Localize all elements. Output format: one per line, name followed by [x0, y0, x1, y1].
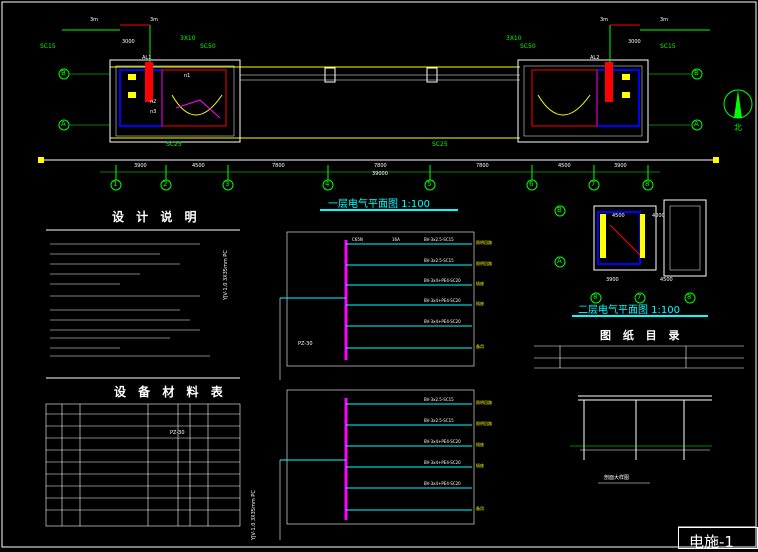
dimension: 7800	[272, 163, 285, 169]
axis-number: 8	[645, 180, 650, 188]
axis-letter: B	[557, 206, 562, 214]
distribution-diagram-2	[279, 389, 475, 540]
circuit-tail: 插座	[476, 463, 484, 468]
plan2-title: 二层电气平面图 1:100	[578, 305, 680, 316]
dimension-3m: 3m	[600, 17, 609, 23]
circuit-desc: BV-3x4+PE4-SC20	[424, 278, 461, 283]
riser-text: YJV-1.0 3X35mm PC	[223, 250, 229, 300]
note-right-cable: 3X10	[506, 35, 522, 42]
plan1-title: 一层电气平面图 1:100	[328, 199, 430, 210]
circuit-tag: n3	[150, 109, 157, 115]
plan2-axis: 8	[687, 293, 692, 301]
note-right-pipe: SC50	[520, 43, 536, 50]
circuit-tail: 备用	[476, 506, 484, 511]
circuit-tag: n2	[150, 99, 157, 105]
circuit-desc: BV-3x2.5-SC15	[424, 397, 454, 402]
dimension-3m: 3m	[150, 17, 159, 23]
axis-letter: B	[694, 69, 699, 77]
circuit-tail: 备用	[476, 344, 484, 349]
circuit-desc: BV-3x4+PE4-SC20	[424, 319, 461, 324]
plan2-dimension: 4500	[660, 277, 673, 283]
axis-letter: B	[61, 69, 66, 77]
plan2-dimension: 4000	[652, 213, 665, 219]
design-notes-title: 设 计 说 明	[112, 210, 201, 224]
circuit-desc: BV-3x4+PE4-SC20	[424, 439, 461, 444]
axis-number: 6	[529, 180, 534, 188]
riser-text: YJV-1.0 3X35mm PC	[251, 490, 257, 540]
note-sc25: SC25	[432, 141, 448, 148]
dimension-3000: 3000	[628, 39, 641, 45]
axis-number: 4	[325, 180, 330, 188]
dimension-total: 39000	[372, 171, 388, 177]
axis-letter: A	[61, 120, 66, 128]
dimension: 4500	[558, 163, 571, 169]
plan2-axis: 7	[637, 293, 642, 301]
section-label: 剖面大样图	[604, 475, 630, 481]
second-floor-plan	[554, 199, 708, 317]
equipment-table	[45, 403, 241, 527]
section-detail	[570, 395, 712, 484]
axis-letter: A	[694, 120, 699, 128]
dimension: 7800	[374, 163, 387, 169]
circuit-desc: BV-3x2.5-SC15	[424, 237, 454, 242]
panel-code: PZ-30	[170, 430, 185, 436]
note-left-sc15: SC15	[40, 43, 56, 50]
note-left-pipe: SC50	[200, 43, 216, 50]
circuit-desc: BV-3x4+PE4-SC20	[424, 460, 461, 465]
drawing-index-title: 图 纸 目 录	[600, 329, 684, 342]
circuit-tail: 照明回路	[476, 240, 492, 245]
first-floor-plan	[38, 24, 753, 211]
dimension: 4500	[192, 163, 205, 169]
axis-number: 5	[427, 180, 432, 188]
plan2-axis: 8	[593, 293, 598, 301]
equipment-table-title: 设 备 材 料 表	[114, 385, 227, 399]
circuit-tail: 照明回路	[476, 400, 492, 405]
circuit-tail: 插座	[476, 442, 484, 447]
plan2-dimension: 3900	[606, 277, 619, 283]
circuit-tail: 照明回路	[476, 261, 492, 266]
dimension-3m: 3m	[90, 17, 99, 23]
dimension-3000: 3000	[122, 39, 135, 45]
circuit-desc: BV-3x4+PE4-SC20	[424, 298, 461, 303]
panel-code: PZ-30	[298, 341, 313, 347]
dimension: 3900	[134, 163, 147, 169]
breaker-rating: 16A	[392, 237, 400, 242]
sheet-number: 电施-1	[678, 527, 758, 551]
plan2-dimension: 4500	[612, 213, 625, 219]
note-right-sc15: SC15	[660, 43, 676, 50]
distribution-diagram-1	[279, 231, 475, 380]
circuit-desc: BV-3x4+PE4-SC20	[424, 481, 461, 486]
panel-label: AL2	[590, 55, 600, 61]
circuit-desc: BV-3x2.5-SC15	[424, 418, 454, 423]
axis-number: 1	[113, 180, 118, 188]
circuit-tail: 照明回路	[476, 421, 492, 426]
design-notes-block	[46, 229, 240, 379]
axis-number: 7	[591, 180, 596, 188]
dimension: 7800	[476, 163, 489, 169]
circuit-tag: n1	[184, 73, 191, 79]
dimension: 3900	[614, 163, 627, 169]
breaker-label: C65N	[352, 237, 363, 242]
circuit-tail: 插座	[476, 301, 484, 306]
dimension-3m: 3m	[660, 17, 669, 23]
drawing-index-table	[534, 345, 744, 369]
circuit-desc: BV-3x2.5-SC15	[424, 258, 454, 263]
axis-letter: A	[557, 257, 562, 265]
axis-number: 2	[163, 180, 168, 188]
circuit-tail: 插座	[476, 281, 484, 286]
axis-number: 3	[225, 180, 230, 188]
note-sc25: SC25	[166, 141, 182, 148]
north-label: 北	[734, 123, 742, 132]
note-left-cable: 3X10	[180, 35, 196, 42]
panel-label: AL1	[142, 55, 152, 61]
